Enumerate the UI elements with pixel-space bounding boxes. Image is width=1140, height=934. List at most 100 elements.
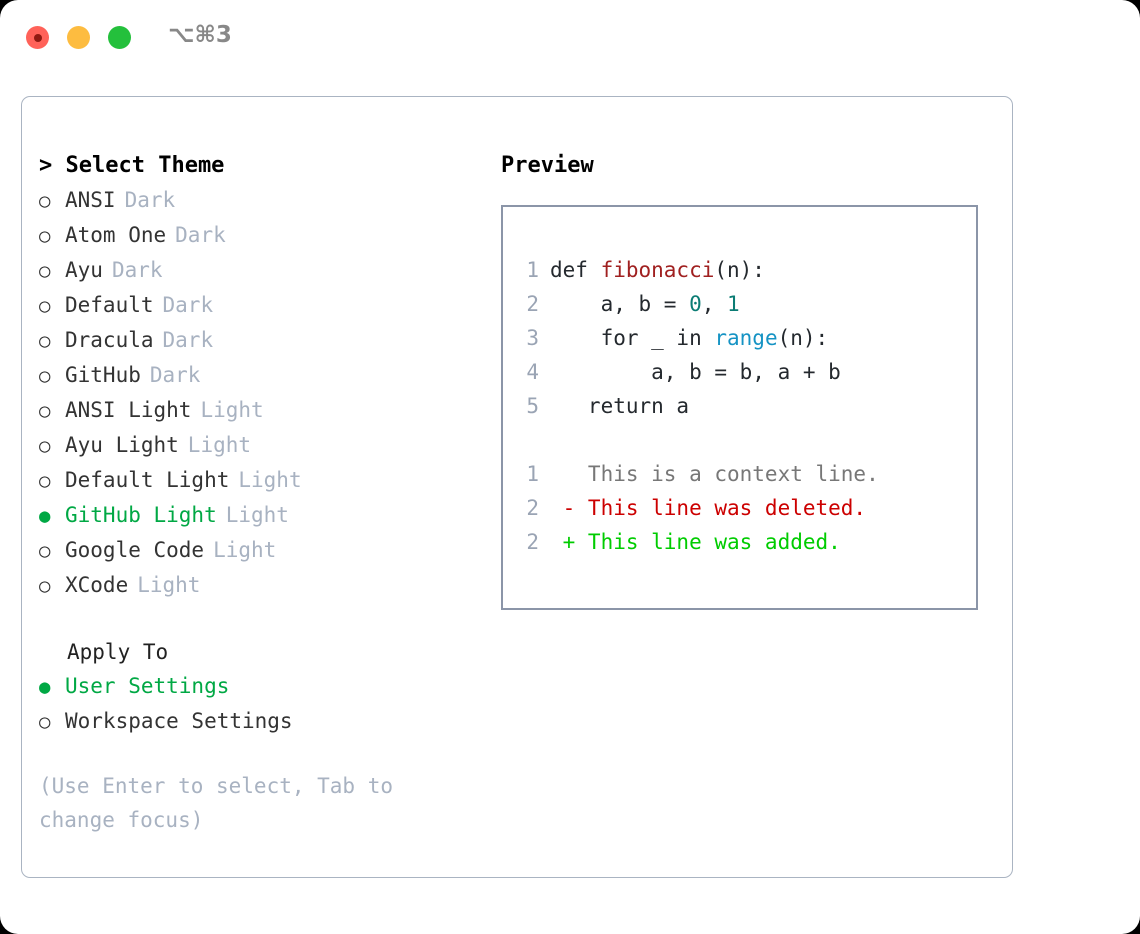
- code-token: for _ in: [550, 326, 715, 350]
- theme-item-github-light[interactable]: ● GitHub Light Light: [39, 498, 489, 533]
- theme-item-label: Google Code: [65, 538, 205, 562]
- diff-line: 2 + This line was added.: [503, 525, 976, 559]
- diff-line: 2 - This line was deleted.: [503, 491, 976, 525]
- theme-item-default[interactable]: ○ Default Dark: [39, 288, 489, 323]
- code-line-number: 4: [526, 360, 539, 384]
- theme-item-label: Dracula: [65, 328, 154, 352]
- radio-unselected-icon: ○: [39, 400, 51, 422]
- code-token: range: [714, 326, 778, 350]
- diff-line-number: 2: [526, 496, 539, 520]
- code-line-text: return a: [550, 389, 689, 423]
- apply-to-item-workspace-settings[interactable]: ○Workspace Settings: [39, 704, 489, 739]
- radio-selected-icon: ●: [39, 676, 51, 698]
- apply-to-heading: Apply To: [67, 640, 169, 664]
- radio-unselected-icon: ○: [39, 225, 51, 247]
- theme-item-label: Ayu: [65, 258, 103, 282]
- code-line-text: a, b = b, a + b: [550, 355, 841, 389]
- code-token: a, b = b, a + b: [550, 360, 841, 384]
- code-token: 0: [689, 292, 702, 316]
- code-token: ,: [701, 292, 728, 316]
- code-token: return a: [550, 394, 690, 418]
- keyboard-shortcut-label: ⌥⌘3: [168, 22, 232, 48]
- theme-item-variant: Dark: [175, 223, 226, 247]
- code-line-number: 5: [526, 394, 539, 418]
- theme-item-variant: Dark: [111, 258, 163, 282]
- select-theme-heading: > Select Theme: [39, 153, 225, 178]
- code-line-text: a, b = 0, 1: [550, 287, 740, 321]
- diff-line-text: This is a context line.: [550, 462, 879, 486]
- traffic-lights: [26, 26, 131, 49]
- diff-line: 1 This is a context line.: [503, 457, 976, 491]
- code-line-number: 2: [526, 292, 539, 316]
- radio-unselected-icon: ○: [39, 330, 51, 352]
- radio-unselected-icon: ○: [39, 295, 51, 317]
- diff-line-number: 1: [526, 462, 539, 486]
- theme-item-github[interactable]: ○ GitHub Dark: [39, 358, 489, 393]
- code-token: 1: [727, 292, 740, 316]
- radio-unselected-icon: ○: [39, 435, 51, 457]
- theme-item-atom-one[interactable]: ○ Atom One Dark: [39, 218, 489, 253]
- radio-unselected-icon: ○: [39, 540, 51, 562]
- radio-unselected-icon: ○: [39, 190, 51, 212]
- theme-item-label: GitHub: [65, 363, 141, 387]
- theme-item-ansi[interactable]: ○ ANSI Dark: [39, 183, 489, 218]
- maximize-button[interactable]: [108, 26, 131, 49]
- theme-item-ayu[interactable]: ○ Ayu Dark: [39, 253, 489, 288]
- apply-to-item-label: User Settings: [65, 674, 230, 698]
- radio-unselected-icon: ○: [39, 470, 51, 492]
- diff-sample: 1 This is a context line.2 - This line w…: [503, 457, 976, 559]
- radio-selected-icon: ●: [39, 505, 51, 527]
- theme-item-ansi-light[interactable]: ○ ANSI Light Light: [39, 393, 489, 428]
- theme-item-variant: Dark: [162, 328, 214, 352]
- theme-item-variant: Light: [238, 468, 302, 492]
- theme-item-dracula[interactable]: ○ Dracula Dark: [39, 323, 489, 358]
- radio-unselected-icon: ○: [39, 711, 51, 733]
- theme-item-label: Ayu Light: [65, 433, 179, 457]
- radio-unselected-icon: ○: [39, 365, 51, 387]
- theme-item-label: XCode: [65, 573, 129, 597]
- diff-line-number: 2: [526, 530, 539, 554]
- theme-item-variant: Dark: [124, 188, 176, 212]
- code-line-number: 3: [526, 326, 539, 350]
- radio-unselected-icon: ○: [39, 575, 51, 597]
- apply-to-item-user-settings[interactable]: ● User Settings: [39, 669, 489, 704]
- theme-item-variant: Light: [187, 433, 252, 457]
- theme-item-label: Default: [65, 293, 154, 317]
- theme-item-label: ANSI: [65, 188, 116, 212]
- title-bar: ⌥⌘3: [0, 0, 1140, 78]
- code-line: 3 for _ in range(n):: [503, 321, 976, 355]
- theme-item-label: GitHub Light: [65, 503, 217, 527]
- code-line-text: def fibonacci(n):: [550, 253, 765, 287]
- close-button[interactable]: [26, 26, 49, 49]
- code-line: 5 return a: [503, 389, 976, 423]
- theme-item-ayu-light[interactable]: ○ Ayu Light Light: [39, 428, 489, 463]
- theme-item-variant: Dark: [162, 293, 214, 317]
- theme-item-variant: Light: [225, 503, 289, 527]
- code-token: def: [550, 258, 601, 282]
- keyboard-hint-text: (Use Enter to select, Tab to change focu…: [39, 774, 394, 832]
- theme-item-label: ANSI Light: [65, 398, 192, 422]
- apply-to-list: ● User Settings ○Workspace Settings: [39, 669, 489, 739]
- code-line-text: for _ in range(n):: [550, 321, 829, 355]
- radio-unselected-icon: ○: [39, 260, 51, 282]
- theme-item-variant: Dark: [149, 363, 201, 387]
- theme-item-variant: Light: [200, 398, 264, 422]
- theme-item-label: Atom One: [65, 223, 167, 247]
- code-line: 4 a, b = b, a + b: [503, 355, 976, 389]
- minimize-button[interactable]: [67, 26, 90, 49]
- code-token: (n):: [777, 326, 829, 350]
- spacer: [503, 423, 976, 457]
- code-line-number: 1: [526, 258, 539, 282]
- code-line: 1 def fibonacci(n):: [503, 253, 976, 287]
- preview-heading: Preview: [501, 153, 594, 178]
- code-token: a, b =: [550, 292, 690, 316]
